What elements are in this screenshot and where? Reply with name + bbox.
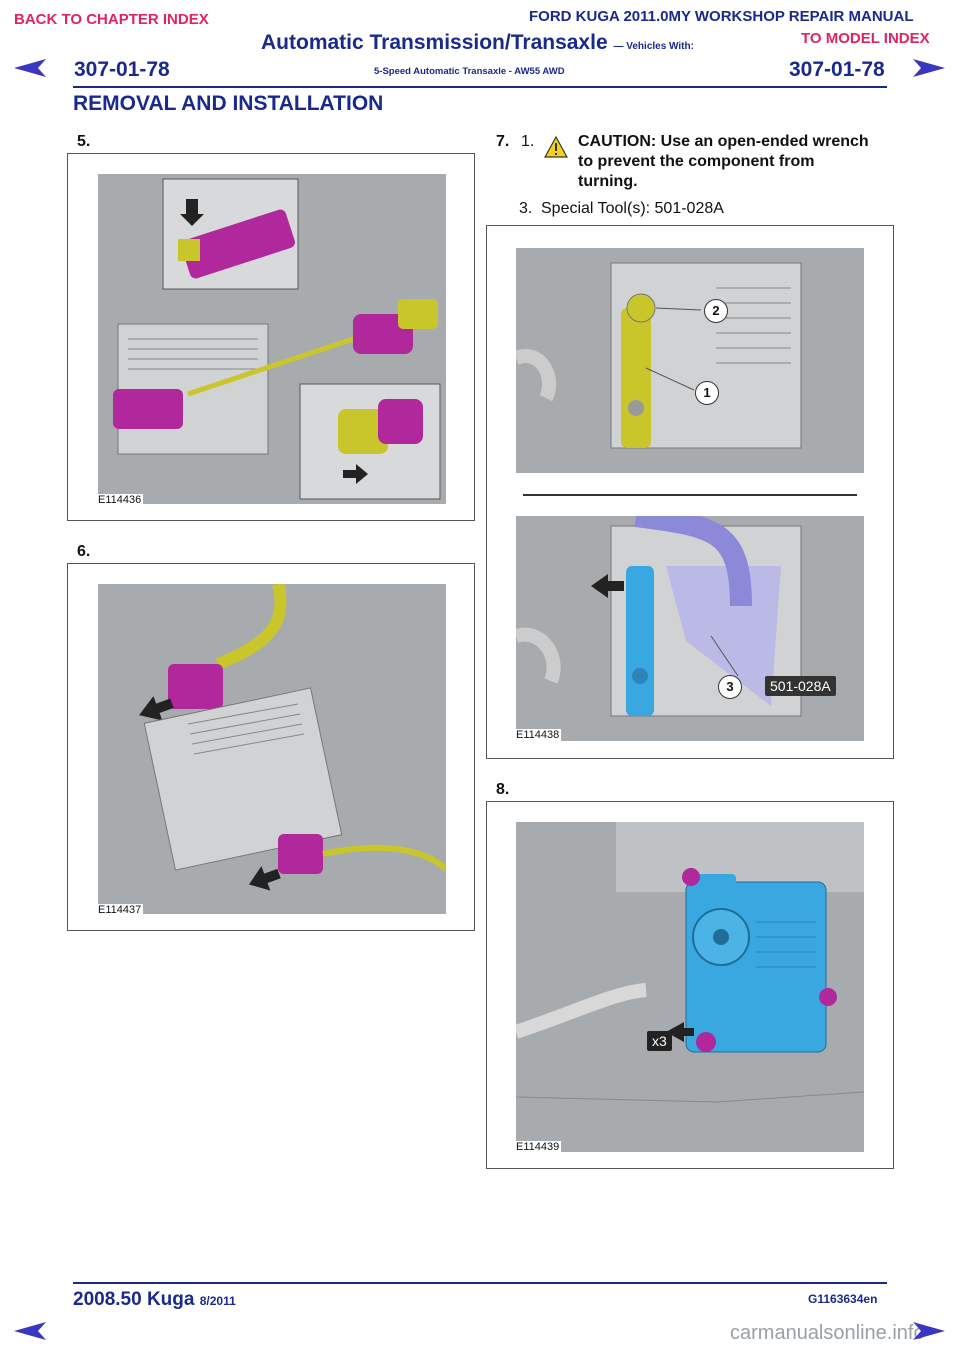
prev-page-arrow-icon[interactable]: [12, 57, 48, 79]
figure-e114438-illustration-top: [516, 248, 864, 473]
footer-doc-code: G1163634en: [808, 1292, 878, 1306]
watermark-text: carmanualsonline.info: [730, 1322, 925, 1344]
header-rule: [73, 86, 887, 88]
page-number-right: 307-01-78: [789, 58, 885, 81]
step-7-substep-1-number: 1.: [521, 133, 535, 150]
next-page-arrow-icon-bottom[interactable]: [911, 1320, 947, 1342]
footer-model: 2008.50 Kuga 8/2011: [73, 1289, 236, 1311]
step-8-number: 8.: [496, 781, 510, 798]
figure-e114438-label: E114438: [514, 729, 562, 741]
footer-date: 8/2011: [199, 1294, 236, 1308]
figure-e114438-illustration-bottom: [516, 516, 864, 741]
step-7-number: 7.: [496, 133, 510, 150]
figure-e114437-label: E114437: [96, 904, 144, 916]
figure-e114436-label: E114436: [96, 494, 144, 506]
callout-3: 3: [718, 675, 742, 699]
figure-e114437-illustration: [98, 584, 446, 914]
special-tool-text: Special Tool(s): 501-028A: [541, 200, 724, 217]
section-title: REMOVAL AND INSTALLATION: [73, 92, 384, 115]
footer-model-name: 2008.50 Kuga: [73, 1289, 195, 1310]
chapter-subtitle: 5-Speed Automatic Transaxle - AW55 AWD: [374, 66, 565, 77]
figure-e114439: x3 E114439: [486, 801, 894, 1169]
chapter-title: Automatic Transmission/Transaxle — Vehic…: [261, 31, 694, 55]
figure-e114439-label: E114439: [514, 1141, 562, 1153]
manual-title: FORD KUGA 2011.0MY WORKSHOP REPAIR MANUA…: [529, 8, 914, 25]
quantity-tag-x3: x3: [647, 1031, 672, 1051]
figure-e114438: 2 1 3 501-028A E114438: [486, 225, 894, 759]
footer-rule: [73, 1282, 887, 1284]
caution-text: CAUTION: Use an open-ended wrench to pre…: [578, 133, 869, 190]
chapter-title-text: Automatic Transmission/Transaxle: [261, 31, 608, 54]
figure-e114439-illustration: [516, 822, 864, 1152]
figure-divider: [523, 494, 857, 496]
back-to-chapter-index-link[interactable]: BACK TO CHAPTER INDEX: [14, 11, 209, 28]
next-page-arrow-icon[interactable]: [911, 57, 947, 79]
prev-page-arrow-icon-bottom[interactable]: [12, 1320, 48, 1342]
figure-e114436-illustration: [98, 174, 446, 504]
to-model-index-link[interactable]: TO MODEL INDEX: [801, 30, 930, 47]
figure-e114437: E114437: [67, 563, 475, 931]
step-6-number: 6.: [77, 543, 91, 560]
chapter-title-suffix: — Vehicles With:: [613, 41, 694, 52]
callout-2: 2: [704, 299, 728, 323]
figure-e114436: E114436: [67, 153, 475, 521]
caution-warning-icon: [543, 135, 569, 158]
step-5-number: 5.: [77, 133, 91, 150]
page-number-left: 307-01-78: [74, 58, 170, 81]
tool-tag-501-028a: 501-028A: [765, 676, 836, 696]
callout-1: 1: [695, 381, 719, 405]
step-7-substep-3-number: 3.: [519, 200, 533, 217]
